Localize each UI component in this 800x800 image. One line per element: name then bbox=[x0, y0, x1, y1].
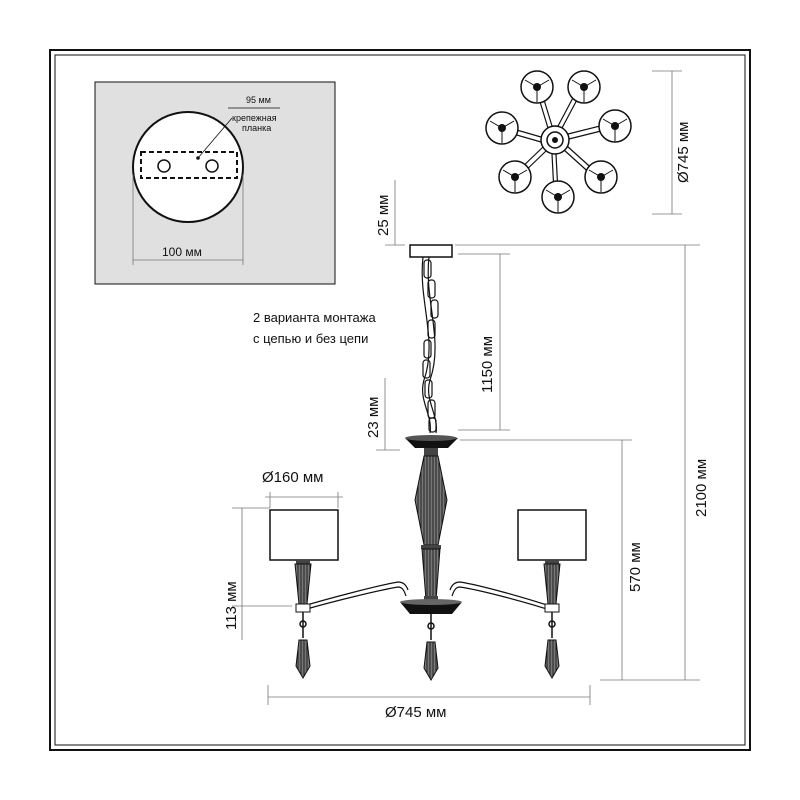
mount-detail-inset: 95 мм крепежная планка 100 мм bbox=[94, 81, 336, 285]
chain-length-label: 1150 мм bbox=[479, 336, 496, 393]
overall-width-label: Ø745 мм bbox=[385, 704, 447, 721]
canopy-circle bbox=[132, 111, 244, 223]
canopy-height-label: 25 мм bbox=[375, 195, 392, 236]
right-shade bbox=[517, 509, 587, 561]
chandelier-body bbox=[269, 435, 587, 681]
plate-hole-right bbox=[205, 159, 219, 173]
cup-height-label: 23 мм bbox=[365, 397, 382, 438]
mounting-note-line2: с цепью и без цепи bbox=[253, 331, 368, 346]
canopy-and-chain bbox=[376, 180, 510, 451]
top-view-diameter-label: Ø745 мм bbox=[675, 122, 692, 184]
outer-frame bbox=[49, 49, 751, 751]
left-shade bbox=[269, 509, 339, 561]
top-view bbox=[485, 70, 682, 215]
plate-width-label: 95 мм bbox=[246, 95, 271, 105]
plate-name-line2: планка bbox=[242, 123, 271, 133]
ceiling-canopy bbox=[409, 244, 453, 258]
shade-height-label: 113 мм bbox=[223, 581, 240, 630]
main-dimension-lines bbox=[232, 244, 700, 705]
plate-hole-left bbox=[157, 159, 171, 173]
inner-frame bbox=[54, 54, 746, 746]
mounting-note-line1: 2 варианта монтажа bbox=[253, 310, 376, 325]
body-height-label: 570 мм bbox=[627, 542, 644, 592]
plate-name-line1: крепежная bbox=[232, 113, 277, 123]
total-height-label: 2100 мм bbox=[693, 459, 710, 517]
mounting-plate bbox=[140, 151, 238, 179]
shade-diameter-label: Ø160 мм bbox=[262, 469, 324, 486]
canopy-diameter-label: 100 мм bbox=[162, 245, 202, 259]
